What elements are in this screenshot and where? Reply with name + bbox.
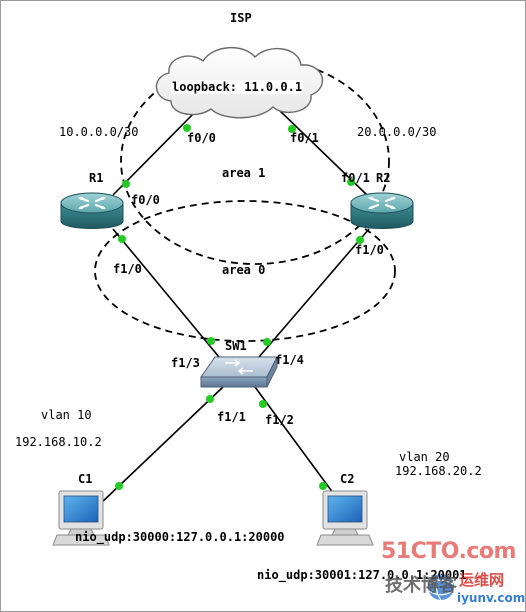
link-sw1-c2	[254, 386, 340, 502]
watermark-brand: 51CTO.com	[381, 539, 516, 564]
watermark-site: iyunv.com	[457, 591, 526, 605]
isp-f00-label: f0/0	[187, 131, 216, 145]
pc-c2-icon[interactable]	[316, 490, 374, 546]
r1-f00-label: f0/0	[131, 193, 160, 207]
dot-r2-f10	[356, 236, 364, 244]
sw-f12-label: f1/2	[265, 413, 294, 427]
router-r2-icon[interactable]	[350, 192, 414, 229]
link-status-dots	[115, 124, 364, 490]
vlan20-ip-label: 192.168.20.2	[395, 464, 482, 478]
dot-sw-f12	[259, 400, 267, 408]
dot-sw-f11	[206, 395, 214, 403]
dot-r1-f10	[118, 235, 126, 243]
r2-f10-label: f1/0	[355, 243, 384, 257]
router-r1-label: R1	[89, 171, 104, 185]
vlan20-label: vlan 20	[399, 450, 450, 464]
sw-f11-label: f1/1	[217, 410, 246, 424]
c1-nio-label: nio_udp:30000:127.0.0.1:20000	[75, 530, 285, 544]
area0-label: area 0	[222, 263, 266, 277]
right-network-label: 20.0.0.0/30	[357, 125, 437, 139]
dot-sw-f14	[263, 338, 271, 346]
r2-f01-label: f0/1	[341, 171, 370, 185]
c2-nio-label: nio_udp:30001:127.0.0.1:20001	[257, 568, 467, 582]
pc-c1-icon[interactable]	[52, 490, 110, 546]
area1-boundary	[120, 57, 390, 265]
watermark-line2: 技术博客	[385, 575, 457, 596]
sw-f14-label: f1/4	[275, 353, 304, 367]
dot-sw-f13	[207, 337, 215, 345]
dot-isp-f00	[183, 124, 191, 132]
sw-f13-label: f1/3	[171, 356, 200, 370]
dot-c1	[115, 482, 123, 490]
router-r1-icon[interactable]	[60, 192, 124, 229]
dot-c2	[319, 482, 327, 490]
vlan10-ip-label: 192.168.10.2	[15, 435, 102, 449]
r1-f10-label: f1/0	[113, 262, 142, 276]
watermark-ops: 运维网	[459, 571, 505, 589]
isp-title: ISP	[230, 11, 252, 25]
watermark-globe-icon	[428, 573, 454, 601]
isp-f01-label: f0/1	[290, 131, 319, 145]
link-r2-sw1	[258, 228, 370, 358]
dot-r1-f00	[122, 180, 130, 188]
area1-label: area 1	[222, 166, 266, 180]
router-r2-label: R2	[376, 171, 391, 185]
area0-boundary	[94, 200, 396, 342]
switch-sw1-icon[interactable]	[200, 356, 278, 388]
cloud-loopback-label: loopback: 11.0.0.1	[171, 80, 304, 94]
left-network-label: 10.0.0.0/30	[59, 125, 139, 139]
dot-r2-f01	[347, 178, 355, 186]
pc-c2-label: C2	[340, 472, 355, 486]
vlan10-label: vlan 10	[41, 408, 92, 422]
pc-c1-label: C1	[78, 472, 93, 486]
dot-isp-f01	[288, 125, 296, 133]
switch-sw1-label: SW1	[225, 339, 247, 353]
link-r1-sw1	[112, 228, 220, 358]
